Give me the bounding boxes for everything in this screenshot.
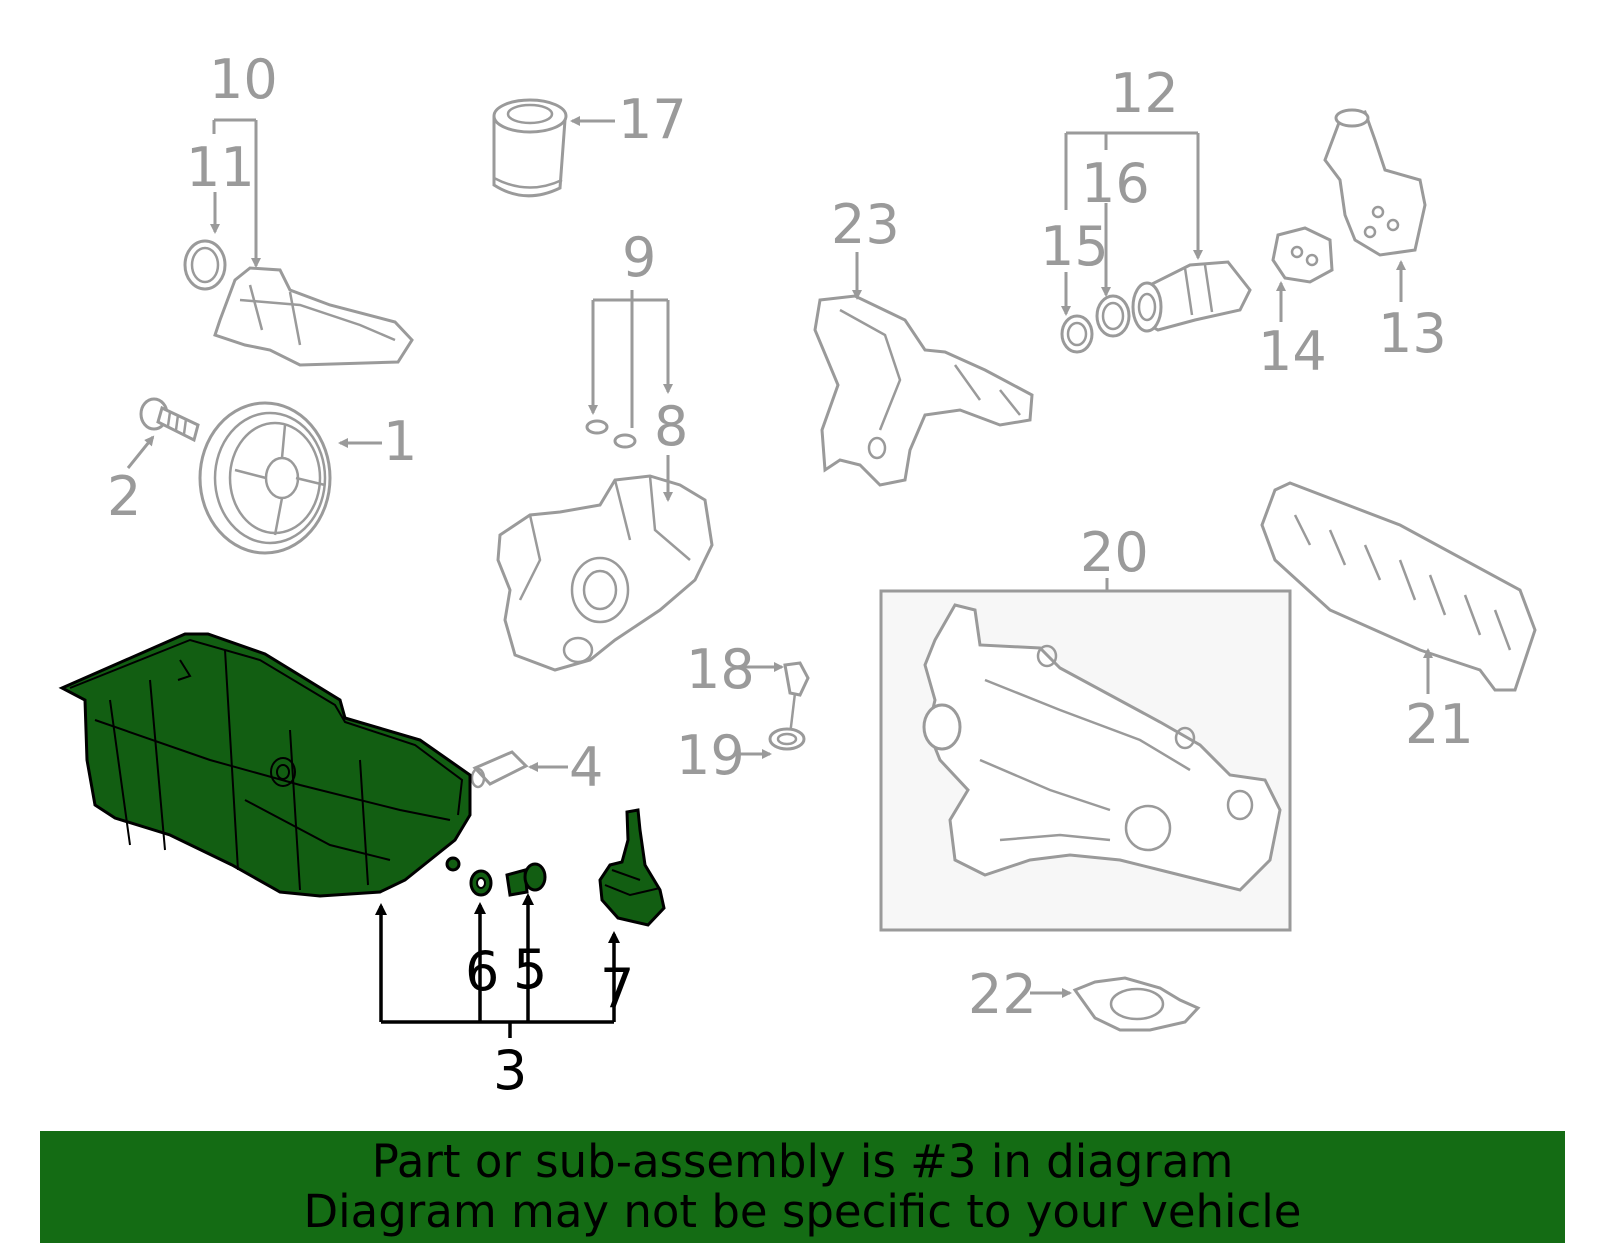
callout-6[interactable]: 6 bbox=[465, 940, 499, 1003]
callout-15[interactable]: 15 bbox=[1040, 215, 1109, 278]
callout-8[interactable]: 8 bbox=[654, 395, 688, 458]
solenoid-part[interactable] bbox=[1323, 108, 1427, 257]
callout-14[interactable]: 14 bbox=[1258, 320, 1327, 383]
banner-line-1: Part or sub-assembly is #3 in diagram bbox=[371, 1135, 1234, 1188]
callout-4[interactable]: 4 bbox=[569, 736, 603, 799]
callout-5[interactable]: 5 bbox=[513, 938, 547, 1001]
gasket-part-22[interactable] bbox=[1072, 976, 1201, 1032]
bracket-part[interactable] bbox=[813, 294, 1034, 487]
callout-9[interactable]: 9 bbox=[622, 226, 656, 289]
callout-23[interactable]: 23 bbox=[831, 193, 900, 256]
oil-level-sensor-part-7[interactable] bbox=[598, 808, 666, 927]
oil-filter-part[interactable] bbox=[492, 98, 568, 198]
oil-control-valve-part[interactable] bbox=[1131, 260, 1252, 333]
pulley-part[interactable] bbox=[198, 401, 332, 555]
callout-19[interactable]: 19 bbox=[676, 724, 745, 787]
callout-18[interactable]: 18 bbox=[686, 638, 755, 701]
seal-part-19[interactable] bbox=[768, 727, 806, 751]
banner-line-2: Diagram may not be specific to your vehi… bbox=[303, 1185, 1302, 1238]
intake-gasket-part[interactable] bbox=[1260, 481, 1537, 692]
callout-12[interactable]: 12 bbox=[1110, 62, 1179, 125]
callout-20[interactable]: 20 bbox=[1080, 521, 1149, 584]
oil-pump-part[interactable] bbox=[496, 474, 714, 672]
callout-11[interactable]: 11 bbox=[186, 136, 255, 199]
sensor-part-18[interactable] bbox=[783, 661, 810, 736]
info-banner: Part or sub-assembly is #3 in diagram Di… bbox=[40, 1131, 1565, 1243]
o-rings-part-9[interactable] bbox=[585, 419, 637, 449]
oil-pan-assembly-part[interactable] bbox=[58, 632, 472, 898]
callout-22[interactable]: 22 bbox=[968, 963, 1037, 1026]
oil-filter-housing-part[interactable] bbox=[213, 266, 414, 367]
callout-1[interactable]: 1 bbox=[383, 410, 417, 473]
leader-10 bbox=[212, 118, 256, 266]
callout-21[interactable]: 21 bbox=[1405, 693, 1474, 756]
leader-3 bbox=[381, 1020, 614, 1038]
o-ring-part-11[interactable] bbox=[183, 239, 227, 291]
gasket-part-14[interactable] bbox=[1271, 226, 1334, 284]
o-ring-part-16[interactable] bbox=[1095, 294, 1131, 338]
callout-17[interactable]: 17 bbox=[618, 88, 687, 151]
intake-manifold-part[interactable] bbox=[922, 603, 1282, 892]
callout-3[interactable]: 3 bbox=[493, 1039, 527, 1102]
washer-part-6[interactable] bbox=[469, 869, 493, 897]
callout-13[interactable]: 13 bbox=[1378, 302, 1447, 365]
sensor-part-4[interactable] bbox=[470, 750, 529, 789]
callout-2[interactable]: 2 bbox=[107, 465, 141, 528]
bolt-part[interactable] bbox=[139, 397, 200, 443]
callout-10[interactable]: 10 bbox=[209, 48, 278, 111]
callout-7[interactable]: 7 bbox=[600, 957, 634, 1020]
leader-2 bbox=[126, 435, 155, 469]
callout-16[interactable]: 16 bbox=[1081, 152, 1150, 215]
drain-plug-part-5[interactable] bbox=[505, 862, 547, 897]
o-ring-part-15[interactable] bbox=[1060, 314, 1094, 354]
